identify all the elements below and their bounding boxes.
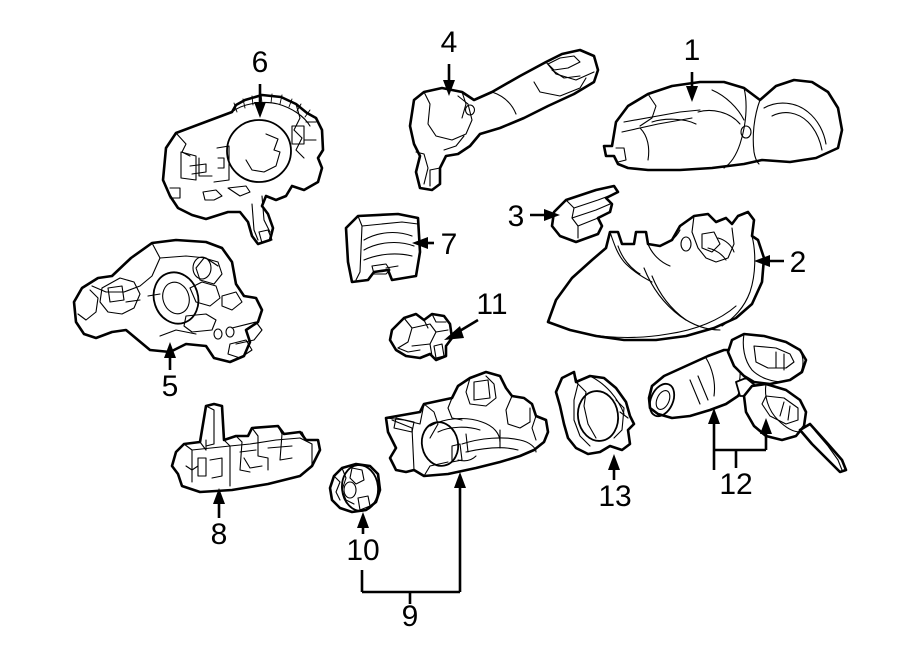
callout-7-leader — [412, 237, 434, 249]
callout-4-leader — [443, 64, 455, 96]
part-1-upper-column-shroud — [602, 78, 844, 172]
callout-6-leader — [254, 84, 266, 118]
callout-9-bracket — [360, 472, 466, 604]
callout-label-1: 1 — [684, 34, 701, 67]
callout-label-2: 2 — [790, 246, 807, 279]
callout-label-11: 11 — [476, 288, 507, 321]
part-8-switch-housing-bracket — [170, 402, 322, 494]
callout-1-leader — [686, 72, 698, 102]
callout-label-10: 10 — [346, 534, 379, 567]
callout-13-leader — [608, 454, 620, 480]
callout-label-12: 12 — [719, 468, 752, 501]
callout-8-leader — [213, 488, 225, 518]
callout-10-leader — [357, 512, 369, 534]
callout-label-4: 4 — [441, 26, 458, 59]
part-2-lower-column-shroud — [546, 210, 766, 342]
callout-11-leader — [444, 318, 479, 340]
part-5-combination-switch — [72, 238, 264, 364]
part-7-switch-trim-cover — [344, 212, 422, 284]
callout-label-9: 9 — [402, 600, 419, 633]
part-13-lock-housing-cap — [554, 370, 636, 456]
callout-2-leader — [754, 255, 784, 267]
callout-label-6: 6 — [252, 46, 269, 79]
part-4-turn-signal-lever — [408, 48, 600, 192]
callout-3-leader — [530, 209, 560, 221]
callout-label-13: 13 — [598, 480, 631, 513]
part-10-lock-actuator — [328, 462, 382, 514]
part-11-transponder-module — [388, 312, 454, 362]
part-3-retaining-clip — [550, 184, 620, 244]
part-6-clock-spring-assembly — [161, 93, 325, 246]
callout-5-leader — [164, 342, 176, 370]
callout-12-bracket — [708, 408, 772, 470]
part-9-column-lock-housing — [384, 370, 550, 478]
callout-label-8: 8 — [211, 518, 228, 551]
callout-label-7: 7 — [441, 228, 458, 261]
callout-label-3: 3 — [508, 200, 525, 233]
part-12-lock-cylinder-and-key — [647, 332, 848, 474]
callout-label-5: 5 — [162, 370, 179, 403]
